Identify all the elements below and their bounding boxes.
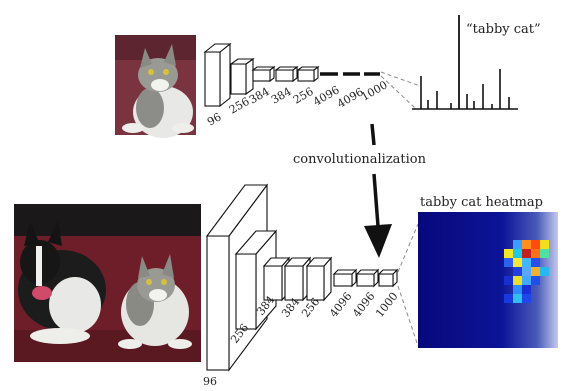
- prediction-histogram-icon: [412, 15, 518, 110]
- bottom-layer-fc8: [377, 268, 399, 288]
- top-layer-conv5: [296, 65, 320, 83]
- bottom-layer-fc6: [332, 268, 358, 288]
- heatmap-title: tabby cat heatmap: [420, 195, 543, 210]
- top-projection-lines: [380, 71, 421, 109]
- cat-and-dog-photo-icon: [14, 204, 201, 362]
- top-layer-conv1: [203, 42, 232, 108]
- cat-photo-icon: [115, 35, 196, 138]
- top-layer-conv3: [251, 65, 276, 83]
- tabby-cat-heatmap: [418, 212, 558, 348]
- bottom-label-7: 1000: [373, 290, 400, 320]
- heatmap-hotspots: [504, 240, 549, 303]
- arrow-down-icon: [364, 123, 392, 258]
- top-layer-conv2: [229, 57, 255, 96]
- top-layer-conv4: [274, 65, 299, 83]
- bottom-layer-fc7: [355, 268, 380, 288]
- top-label-7: 1000: [359, 78, 390, 103]
- top-label-0: 96: [205, 110, 224, 128]
- bottom-label-6: 4096: [350, 290, 377, 320]
- bottom-label-5: 4096: [327, 290, 354, 320]
- convolutionalization-caption: convolutionalization: [293, 152, 427, 167]
- top-network: [203, 42, 320, 108]
- bottom-label-0: 96: [203, 375, 217, 388]
- top-prediction-caption: “tabby cat”: [466, 22, 541, 37]
- bottom-layer-conv4: [283, 256, 312, 302]
- bottom-projection-lines: [397, 223, 419, 347]
- top-label-3: 384: [269, 85, 294, 107]
- bottom-layer-conv5: [305, 256, 333, 302]
- bottom-network: [205, 183, 399, 372]
